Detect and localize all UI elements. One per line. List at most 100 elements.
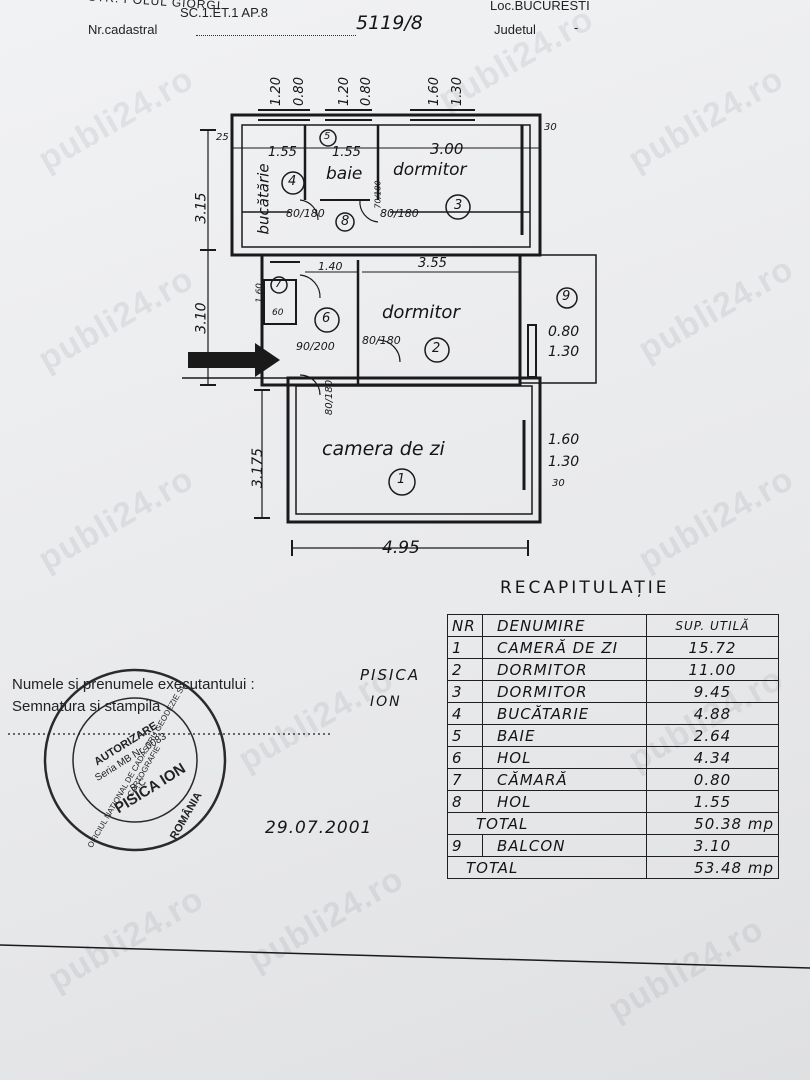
recap-title: RECAPITULAȚIE	[500, 578, 670, 598]
dim-win-a1: 1.20	[268, 77, 284, 106]
room-number-8: 8	[341, 214, 350, 229]
row-area: 9.45	[646, 680, 779, 703]
row-area: 2.64	[646, 724, 779, 747]
dim-door-3: 90/200	[296, 340, 335, 353]
executant-name-1: PISICA	[360, 666, 421, 684]
wall-inner-upper	[241, 124, 531, 248]
dim-win-d1: 0.80	[548, 324, 580, 340]
header-nr: NR	[447, 614, 483, 637]
dim-win-c1: 1.60	[426, 77, 442, 106]
dim-door-6: 70/180	[373, 180, 383, 209]
apartment-line: SC.1.ET.1 AP.8	[180, 5, 268, 20]
total-label: TOTAL	[447, 812, 647, 835]
header-name: DENUMIRE	[482, 614, 647, 637]
dim-mid-2: 3.55	[418, 256, 447, 271]
executant-name-2: ION	[370, 694, 402, 710]
row-nr: 3	[447, 680, 483, 703]
row-nr: 5	[447, 724, 483, 747]
dim-wall-1: 30	[544, 122, 557, 133]
row-area: 4.88	[646, 702, 779, 725]
total-value: 50.38 mp	[646, 812, 779, 835]
grand-total-value: 53.48 mp	[646, 856, 779, 879]
room-number-6: 6	[322, 311, 331, 326]
room-number-9: 9	[562, 289, 571, 304]
signature-date: 29.07.2001	[265, 818, 373, 838]
row-nr: 7	[447, 768, 483, 791]
stamp-outer	[43, 668, 227, 852]
dim-win-a2: 0.80	[291, 77, 307, 106]
room-label-dormitor-3: dormitor	[393, 160, 467, 180]
dim-win-d2: 1.30	[548, 344, 580, 360]
room-number-1: 1	[397, 472, 406, 487]
dim-win-b1: 1.20	[336, 77, 352, 106]
county-value: -	[574, 20, 579, 35]
row-name: CĂMARĂ	[482, 768, 647, 791]
dim-left-3: 3.175	[250, 447, 267, 489]
row-name: DORMITOR	[482, 680, 647, 703]
row-nr: 6	[447, 746, 483, 769]
dim-win-c2: 1.30	[449, 77, 465, 106]
row-name: BUCĂTARIE	[482, 702, 647, 725]
dim-door-5: 80/180	[324, 379, 336, 416]
room-number-7: 7	[275, 277, 282, 290]
cadastral-dots	[196, 35, 356, 36]
row-name: HOL	[482, 746, 647, 769]
row-name: BAIE	[482, 724, 647, 747]
room-number-2: 2	[432, 341, 441, 356]
room-number-4: 4	[288, 174, 297, 189]
dim-top-3: 3.00	[430, 140, 464, 158]
dim-door-1: 80/180	[286, 207, 325, 220]
stamp-inner	[72, 697, 198, 823]
cadastral-label: Nr.cadastral	[88, 22, 158, 37]
county-label: Judetul	[494, 22, 536, 37]
row-nr: 1	[447, 636, 483, 659]
cadastral-number: 5119/8	[356, 12, 423, 34]
room-label-bucatarie: bucătărie	[254, 163, 273, 235]
dim-top-1: 1.55	[268, 145, 297, 160]
dim-left-2: 3.10	[193, 302, 210, 334]
executant-name-label: Numele si prenumele executantului :	[12, 676, 255, 693]
dim-mid-1: 1.40	[318, 260, 343, 273]
room-label-camera-de-zi: camera de zi	[322, 438, 445, 460]
row-name: CAMERĂ DE ZI	[482, 636, 647, 659]
total-row: TOTAL 50.38 mp	[447, 812, 779, 835]
balcony-row: 9 BALCON 3.10	[447, 834, 779, 857]
grand-total-label: TOTAL	[447, 856, 647, 879]
dim-door-4: 80/180	[362, 334, 401, 347]
room-number-3: 3	[454, 198, 463, 213]
row-area: 0.80	[646, 768, 779, 791]
row-area: 4.34	[646, 746, 779, 769]
wall-lower	[286, 376, 542, 524]
dim-top-2: 1.55	[332, 145, 361, 160]
row-area: 15.72	[646, 636, 779, 659]
dim-win-e1: 1.60	[548, 432, 580, 448]
signature-label: Semnatura si stampila	[12, 698, 161, 715]
dim-door-2: 80/180	[380, 207, 419, 220]
grand-total-row: TOTAL 53.48 mp	[447, 856, 779, 879]
table-header-row: NR DENUMIRE SUP. UTILĂ	[447, 614, 779, 637]
row-nr: 8	[447, 790, 483, 813]
header-area: SUP. UTILĂ	[646, 614, 779, 637]
row-name: HOL	[482, 790, 647, 813]
dim-wall-3: 25	[216, 132, 229, 143]
dim-left-1: 3.15	[193, 192, 210, 224]
balcony-outline	[519, 254, 597, 384]
wall-outer-upper	[230, 113, 542, 257]
dim-win-e2: 1.30	[548, 454, 580, 470]
balcony-name: BALCON	[482, 834, 647, 857]
room-label-dormitor-2: dormitor	[382, 302, 460, 323]
room-number-5: 5	[324, 131, 331, 142]
locality-label: Loc.BUCURESTI	[490, 0, 590, 13]
row-name: DORMITOR	[482, 658, 647, 681]
row-nr: 2	[447, 658, 483, 681]
